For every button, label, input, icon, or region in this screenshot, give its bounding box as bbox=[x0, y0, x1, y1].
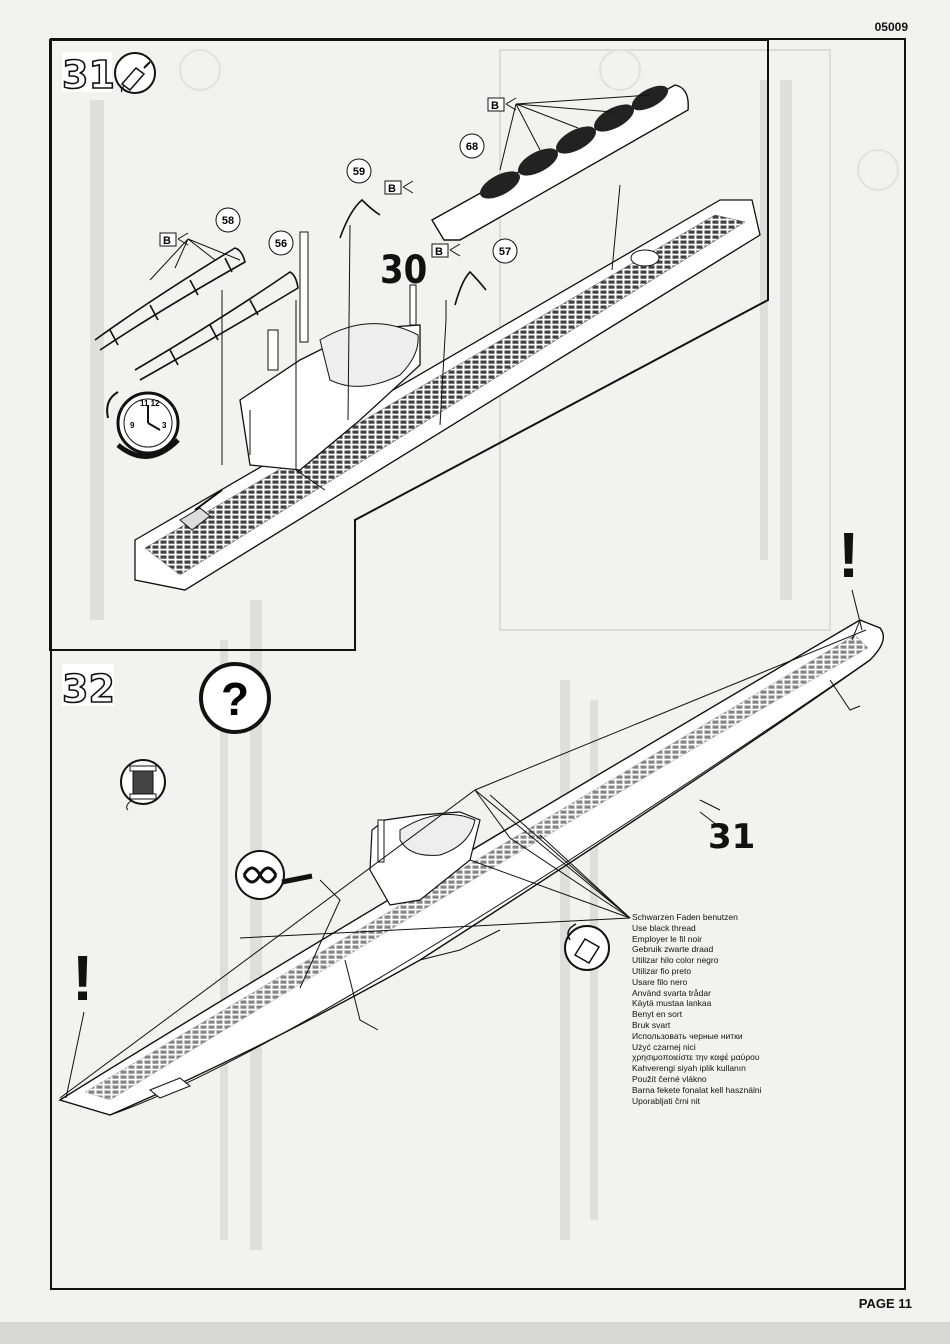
deck-grating-part-68 bbox=[431, 84, 689, 241]
warning-mark-stern: ! bbox=[72, 942, 93, 1014]
part-label-59: 59 bbox=[353, 166, 365, 178]
thread-spool-icon bbox=[120, 759, 166, 811]
svg-text:?: ? bbox=[221, 673, 249, 725]
glue-icon bbox=[114, 52, 156, 94]
part-label-56: 56 bbox=[275, 238, 287, 250]
thread-instruction: Použít černé vlákno bbox=[632, 1073, 707, 1084]
deck-assembly-drawing bbox=[134, 184, 761, 591]
document-number: 05009 bbox=[874, 20, 908, 34]
svg-text:9: 9 bbox=[130, 421, 135, 430]
part-label-58: 58 bbox=[222, 215, 234, 227]
thread-instruction: χρησιμοποιείστε την καφέ μαύρου bbox=[632, 1052, 760, 1063]
thread-instruction: Usare filo nero bbox=[632, 976, 688, 987]
thread-instruction: Bruk svart bbox=[632, 1019, 671, 1030]
svg-text:3: 3 bbox=[162, 421, 167, 430]
thread-instruction: Utilizar fio preto bbox=[632, 965, 692, 976]
thread-instruction: Uporabljati črni nit bbox=[632, 1095, 701, 1106]
warning-stern-leader bbox=[65, 1011, 85, 1099]
railing-part-58 bbox=[94, 247, 246, 351]
scan-edge-strip bbox=[0, 1322, 950, 1344]
knot-icon bbox=[235, 850, 313, 900]
thread-instructions-list: Schwarzen Faden benutzen Use black threa… bbox=[632, 912, 761, 1106]
sprue-tag-b: B bbox=[149, 232, 241, 281]
sprue-tag-b: B bbox=[384, 180, 414, 195]
svg-text:B: B bbox=[163, 235, 171, 247]
part-callout-68 bbox=[459, 133, 485, 159]
thread-instruction: Use black thread bbox=[632, 922, 696, 933]
part-label-57: 57 bbox=[499, 246, 511, 258]
thread-instruction: Użyć czarnej nici bbox=[632, 1041, 696, 1052]
thread-instruction: Käytä mustaa lankaa bbox=[632, 998, 712, 1009]
thread-rigging-lines bbox=[59, 629, 867, 1099]
railing-part-59 bbox=[339, 198, 381, 239]
svg-text:11 12: 11 12 bbox=[140, 399, 160, 408]
step-32-number: 32 bbox=[62, 667, 115, 711]
flip-model-icon bbox=[564, 923, 610, 971]
thread-instruction: Gebruik zwarte draad bbox=[632, 944, 714, 955]
thread-instruction: Employer le fil noir bbox=[632, 933, 702, 944]
thread-instruction: Использовать черные нитки bbox=[632, 1030, 743, 1041]
assembly-31-leader bbox=[699, 811, 727, 833]
thread-instruction: Kahverengi siyah iplik kullanın bbox=[632, 1063, 746, 1074]
step-32-number-box bbox=[62, 664, 114, 706]
page-number: PAGE 11 bbox=[858, 1296, 912, 1311]
part-callout-57 bbox=[492, 238, 518, 264]
thread-instruction: Barna fekete fonalat kell használni bbox=[632, 1084, 762, 1095]
part-callout-59 bbox=[346, 158, 372, 184]
railing-part-57 bbox=[454, 270, 487, 306]
question-icon: ? bbox=[199, 662, 271, 734]
sprue-tag-b: B bbox=[487, 94, 651, 171]
warning-mark-bow: ! bbox=[838, 519, 859, 591]
svg-text:B: B bbox=[435, 246, 443, 258]
thread-instruction: Utilizar hilo color negro bbox=[632, 955, 719, 966]
submarine-hull-drawing bbox=[58, 619, 884, 1116]
svg-text:B: B bbox=[491, 100, 499, 112]
part-callout-58 bbox=[215, 207, 241, 233]
svg-text:B: B bbox=[388, 183, 396, 195]
thread-instruction: Använd svarta trådar bbox=[632, 987, 711, 998]
sprue-tag-b: B bbox=[431, 243, 461, 258]
drying-time-clock-icon: 11 12 9 3 bbox=[106, 391, 180, 459]
warning-bow-leader bbox=[851, 589, 863, 631]
step-31-number: 31 bbox=[62, 53, 115, 97]
part-label-68: 68 bbox=[466, 141, 478, 153]
thread-instruction: Benyt en sort bbox=[632, 1009, 683, 1020]
railing-part-56 bbox=[134, 271, 299, 381]
assembly-reference-30: 30 bbox=[380, 247, 427, 293]
part-callout-56 bbox=[268, 230, 294, 256]
step-31-number-box bbox=[62, 52, 112, 92]
thread-instruction: Schwarzen Faden benutzen bbox=[632, 912, 738, 922]
